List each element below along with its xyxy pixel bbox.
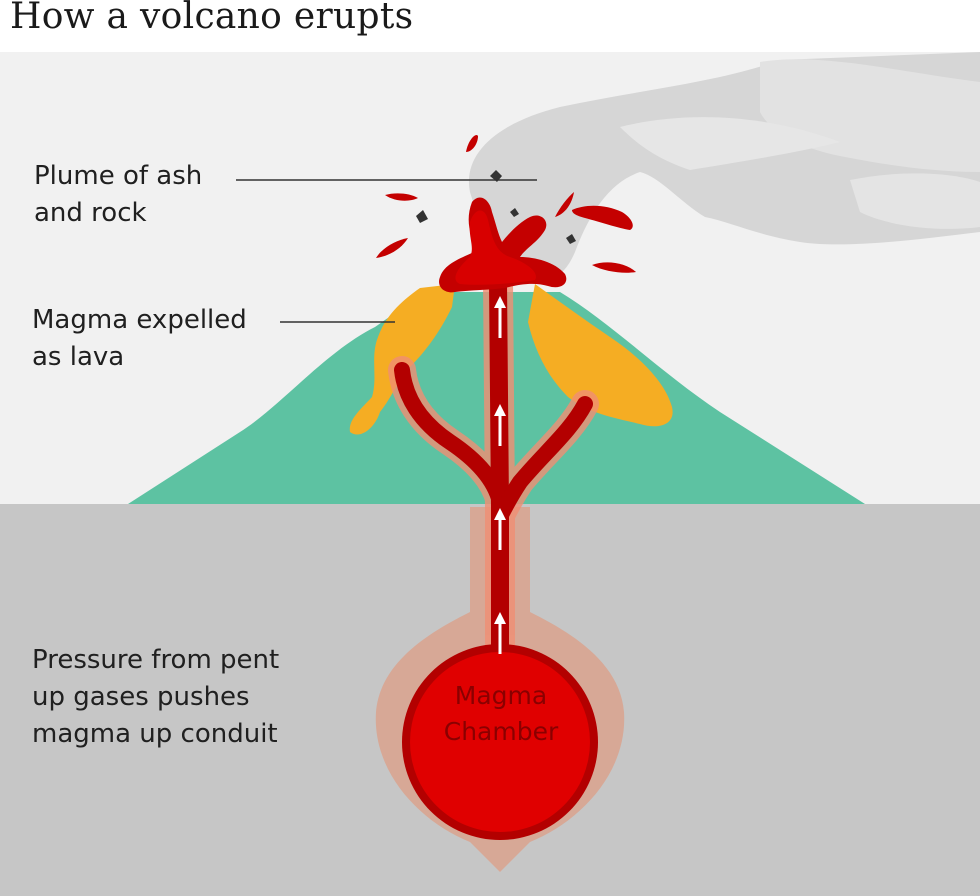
pressure-label: Pressure from pent up gases pushes magma…: [32, 645, 280, 749]
magma-chamber-label: Magma Chamber: [443, 681, 559, 746]
magma-conduit: [394, 273, 593, 661]
lava-label: Magma expelled as lava: [32, 305, 247, 372]
eruption-magma-core: [455, 210, 536, 285]
volcano-diagram: [0, 52, 980, 896]
pressure-arrows: [494, 296, 506, 654]
page-title: How a volcano erupts: [10, 0, 414, 37]
lava-splatter: [376, 134, 636, 273]
plume-label: Plume of ash and rock: [34, 161, 203, 228]
smoke-plume: [468, 52, 980, 278]
lava-flow-right: [528, 284, 673, 427]
magma-chamber: [410, 652, 590, 832]
ash-rocks: [416, 170, 576, 244]
